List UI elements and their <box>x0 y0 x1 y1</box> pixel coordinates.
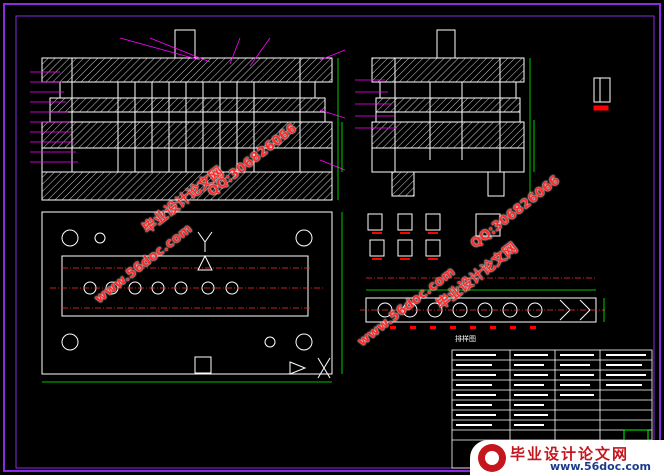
plan-view-centerlines <box>50 267 325 309</box>
front-section-view <box>41 29 333 201</box>
plan-view-markers <box>197 231 331 379</box>
logo-title: 毕业设计论文网 <box>510 445 630 463</box>
outer-frame <box>3 3 661 472</box>
side-view-leaders <box>355 79 397 129</box>
inner-frame <box>15 15 655 469</box>
strip-centerline <box>360 277 605 311</box>
logo-url: www.56doc.com <box>550 460 651 473</box>
front-view-leaders <box>30 37 346 171</box>
strip-accents <box>390 326 536 329</box>
strip-dims <box>366 289 605 322</box>
front-view-dims <box>337 58 343 200</box>
side-section-view <box>371 29 525 197</box>
part-detail-small <box>593 77 611 111</box>
strip-layout-label: 排样图 <box>455 335 476 343</box>
title-block-green-box <box>623 429 649 441</box>
part-sketch-accents <box>372 232 438 260</box>
logo-emblem-icon <box>478 444 506 472</box>
site-logo: 毕业设计论文网 www.56doc.com <box>470 440 664 475</box>
title-block-text-marks <box>456 354 646 426</box>
side-view-dims <box>529 58 535 200</box>
part-sketches <box>367 213 501 257</box>
plan-view-dims <box>42 212 343 383</box>
